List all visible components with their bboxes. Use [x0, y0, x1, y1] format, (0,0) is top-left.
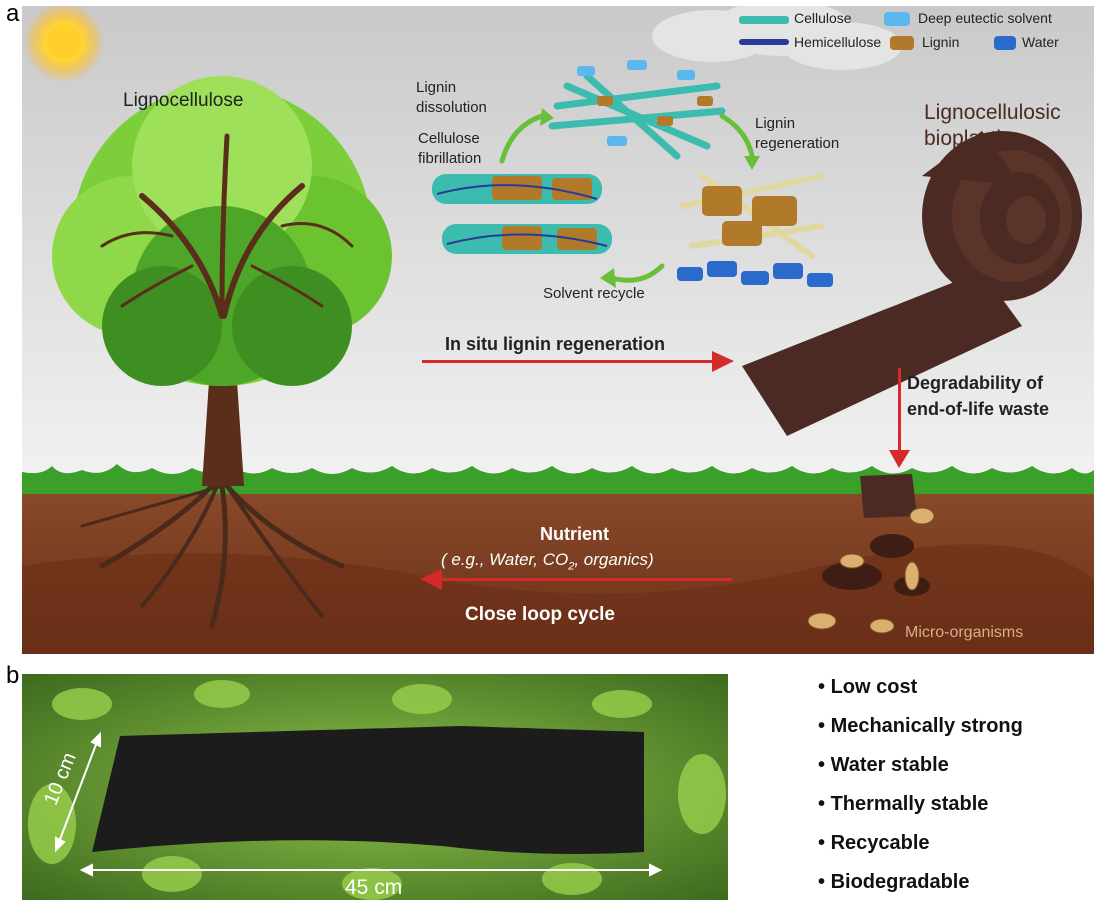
cycle-arrows — [499, 113, 755, 283]
feature-item: • Water stable — [818, 754, 949, 776]
nutrient-title: Nutrient — [540, 524, 609, 544]
microorganisms — [807, 507, 935, 634]
degradability-label: Degradability of end-of-life waste — [907, 373, 1050, 419]
features-list: • Low cost • Mechanically strong • Water… — [818, 676, 1023, 910]
in-situ-label: In situ lignin regeneration — [445, 334, 666, 354]
des-icon — [884, 12, 910, 26]
lignin-dissolution-label: Lignin dissolution — [416, 79, 487, 116]
bioplastic-label: Lignocellulosic bioplastic — [924, 100, 1061, 152]
bioplastic-sheet — [92, 726, 644, 854]
feature-item: • Biodegradable — [818, 871, 970, 893]
nutrient-examples: ( e.g., Water, CO2, organics) — [441, 550, 654, 573]
water-icon — [994, 36, 1016, 50]
degrading-piece — [822, 474, 930, 596]
feature-item: • Mechanically strong — [818, 715, 1023, 737]
panel-a-illustration — [22, 6, 1094, 654]
feature-item: • Recycable — [818, 832, 930, 854]
lignin-icon — [890, 36, 914, 50]
grass — [22, 464, 1094, 494]
hemicellulose-icon — [739, 39, 789, 45]
panel-a-letter: a — [6, 0, 20, 27]
bioplastic-label-line2: bioplastic — [924, 127, 1012, 150]
bioplastic-label-line1: Lignocellulosic — [924, 101, 1061, 124]
lignin-regeneration-label: Lignin regeneration — [755, 115, 840, 152]
cellulose-fibrillation-label: Cellulose fibrillation — [418, 130, 482, 167]
legend-water: Water — [1022, 34, 1059, 50]
panel-b-letter: b — [6, 662, 20, 689]
solvent-recycle-label: Solvent recycle — [543, 285, 645, 302]
microorganisms-label: Micro-organisms — [905, 624, 1024, 641]
feature-item: • Low cost — [818, 676, 918, 698]
cellulose-icon — [739, 16, 789, 24]
legend-hemicellulose: Hemicellulose — [794, 34, 882, 50]
water-cluster — [677, 261, 833, 287]
cellulose-bundles — [432, 174, 612, 254]
bioplastic-roll — [742, 131, 1082, 436]
dissolved-fibers — [548, 60, 726, 160]
legend-icons — [739, 12, 1016, 50]
feature-item: • Thermally stable — [818, 793, 989, 815]
regenerated-lignin — [679, 173, 825, 259]
tree-label: Lignocellulose — [123, 90, 244, 111]
legend-cellulose: Cellulose — [794, 10, 852, 26]
bioplastic-photo — [22, 674, 728, 900]
width-label: 45 cm — [345, 876, 403, 899]
red-arrows — [420, 351, 910, 590]
close-loop-label: Close loop cycle — [465, 604, 615, 625]
legend-des: Deep eutectic solvent — [918, 10, 1052, 26]
legend-lignin: Lignin — [922, 34, 960, 50]
